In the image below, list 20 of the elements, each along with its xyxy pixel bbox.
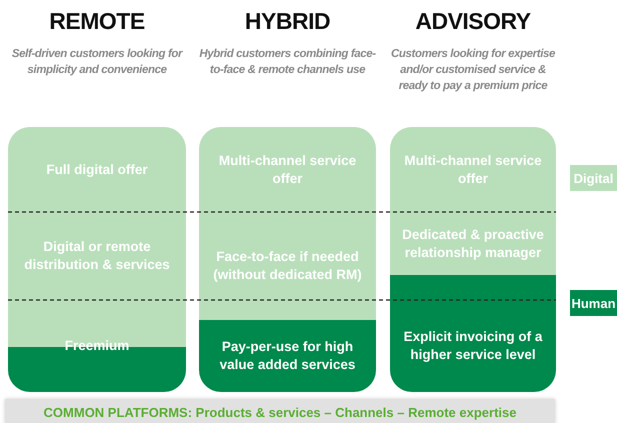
cell-text: Explicit invoicing of a higher service level — [402, 328, 544, 364]
column-description: Hybrid customers combining face-to-face & remote channels use — [198, 47, 377, 78]
cell-text: Multi-channel service offer — [403, 152, 543, 188]
cell-text: Multi-channel service offer — [218, 152, 358, 188]
cell-text: Dedicated & proactive relationship manager — [402, 226, 544, 262]
column-card — [8, 127, 186, 392]
cell-text: Face-to-face if needed (without dedicated RM) — [212, 248, 363, 284]
column-description: Self-driven customers looking for simplicity and convenience — [10, 47, 184, 78]
common-platforms-bar: COMMON PLATFORMS: Products & services – Channels – Remote expertise — [5, 399, 555, 423]
column-card — [199, 127, 376, 392]
column-card — [390, 127, 556, 392]
human-tag: Human — [570, 290, 617, 316]
column-heading: HYBRID — [244, 8, 332, 35]
cell-text: Pay-per-use for high value added services — [218, 338, 356, 374]
column-heading: REMOTE — [48, 8, 146, 35]
column-description: Customers looking for expertise and/or customised service & ready to pay a premium price — [390, 47, 556, 94]
cell-text: Full digital offer — [46, 160, 148, 178]
cell-text: Digital or remote distribution & services — [23, 238, 171, 274]
digital-tag: Digital — [570, 165, 617, 191]
column-heading: ADVISORY — [414, 8, 532, 35]
